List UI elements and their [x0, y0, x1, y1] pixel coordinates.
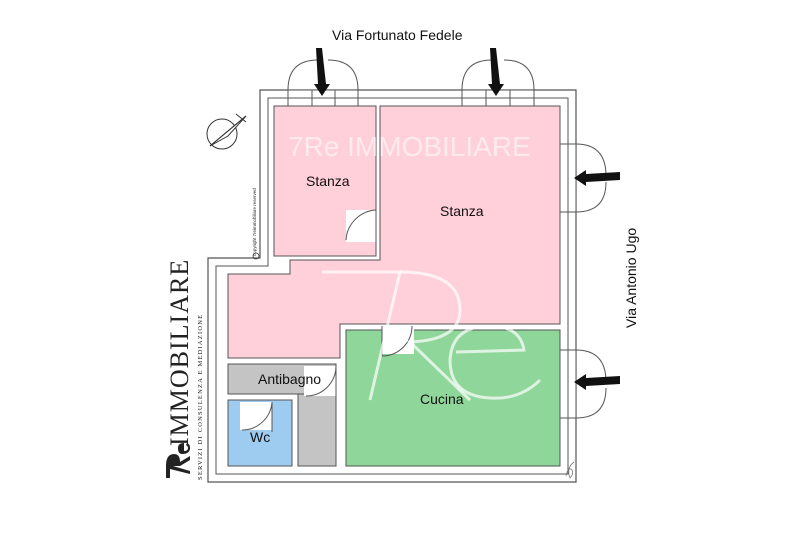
door-swing-icon	[345, 209, 377, 242]
room-stanza-large	[227, 105, 561, 359]
copyright-text: copyright 7reimmobiliare reserved	[252, 188, 257, 256]
room-label-stanza-large: Stanza	[440, 203, 484, 219]
room-label-wc: Wc	[250, 429, 270, 445]
compass-north-icon	[206, 113, 247, 150]
brand-tagline: SERVIZI DI CONSULENZA E MEDIAZIONE	[197, 314, 204, 480]
signature-mark	[565, 461, 575, 479]
watermark-logo	[322, 270, 542, 402]
brand-name: IMMOBILIARE	[165, 259, 194, 446]
room-corridor	[297, 393, 337, 467]
logo-mark	[166, 443, 190, 478]
entrance-arrow-icon	[574, 374, 620, 390]
entrance-arrow-icon	[488, 48, 504, 96]
door-swing-icon	[240, 401, 273, 432]
room-label-stanza-small: Stanza	[306, 173, 350, 189]
entrance-arrow-icon	[574, 170, 620, 186]
entrance-arrow-icon	[314, 48, 330, 96]
copyright-mark	[252, 252, 260, 260]
door-swing-icon	[304, 365, 337, 397]
street-label-top: Via Fortunato Fedele	[332, 27, 463, 43]
room-label-cucina: Cucina	[420, 391, 464, 407]
watermark-text: 7Re IMMOBILIARE	[288, 131, 531, 162]
brand-logo: IMMOBILIARE SERVIZI DI CONSULENZA E MEDI…	[165, 259, 204, 480]
window-icon	[559, 349, 607, 419]
window-icon	[287, 59, 359, 107]
room-label-antibagno: Antibagno	[258, 371, 321, 387]
street-label-right: Via Antonio Ugo	[623, 228, 639, 328]
